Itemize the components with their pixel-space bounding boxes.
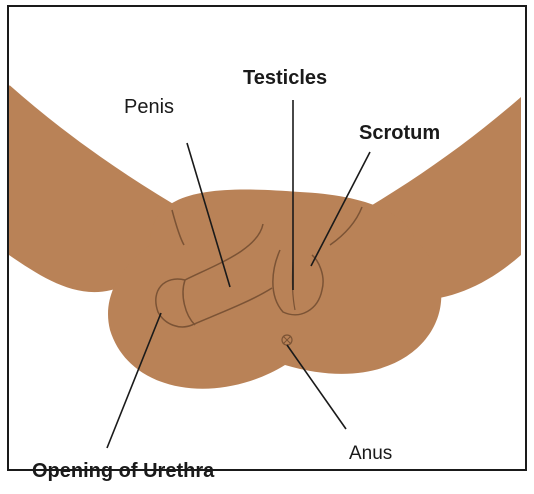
label-anus: Anus <box>349 444 392 463</box>
label-scrotum: Scrotum <box>359 123 440 143</box>
label-penis: Penis <box>124 97 174 117</box>
label-testicles: Testicles <box>243 68 327 88</box>
label-opening-of-urethra: Opening of Urethra <box>32 461 214 481</box>
